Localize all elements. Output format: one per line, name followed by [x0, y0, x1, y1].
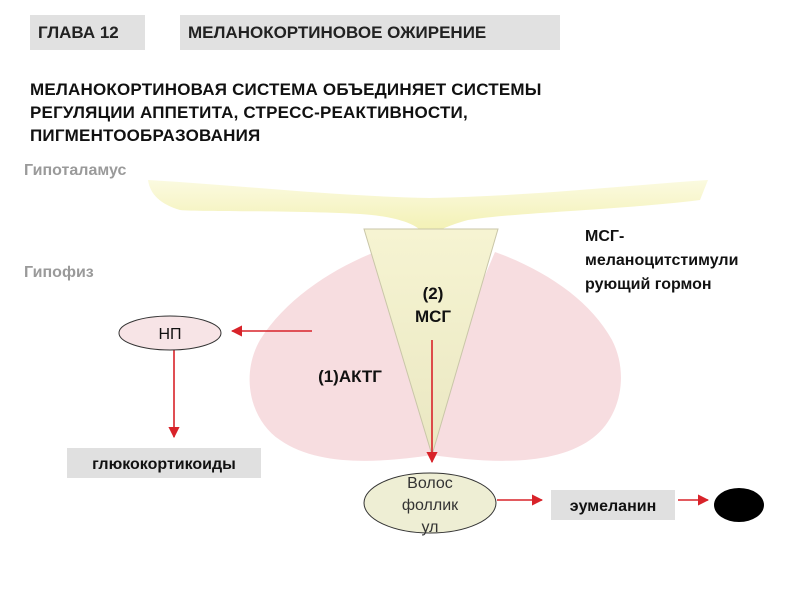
headline: МЕЛАНОКОРТИНОВАЯ СИСТЕМА ОБЪЕДИНЯЕТ СИСТ…: [30, 80, 542, 145]
hypothalamus-label: Гипоталамус: [24, 162, 127, 179]
acth-label: (1)АКТГ: [318, 367, 382, 386]
pituitary-right-lobe: [432, 252, 621, 461]
eumelanin-box: [551, 490, 675, 520]
msh-definition: МСГ- меланоцитстимули рующий гормон: [585, 228, 739, 293]
glucocorticoids-box: [67, 448, 261, 478]
eumelanin-label: эумеланин: [570, 498, 656, 515]
np-label: НП: [158, 326, 181, 343]
follicle-label-3: ул: [422, 519, 439, 536]
msh-node-number: (2): [423, 284, 444, 303]
follicle-label-2: фоллик: [402, 497, 459, 514]
pituitary-stalk: [363, 228, 499, 457]
topic-title: МЕЛАНОКОРТИНОВОЕ ОЖИРЕНИЕ: [180, 15, 560, 50]
follicle-label-1: Волос: [407, 475, 453, 492]
pituitary-label: Гипофиз: [24, 264, 94, 281]
glucocorticoids-label: глюкокортикоиды: [92, 456, 236, 473]
hair-follicle-node: [363, 472, 497, 534]
np-node: [118, 315, 222, 351]
chapter-label: ГЛАВА 12: [30, 15, 145, 50]
pigment-dot: [714, 488, 764, 522]
hypothalamus-shape: [148, 180, 708, 230]
msh-node-label: МСГ: [415, 307, 451, 326]
